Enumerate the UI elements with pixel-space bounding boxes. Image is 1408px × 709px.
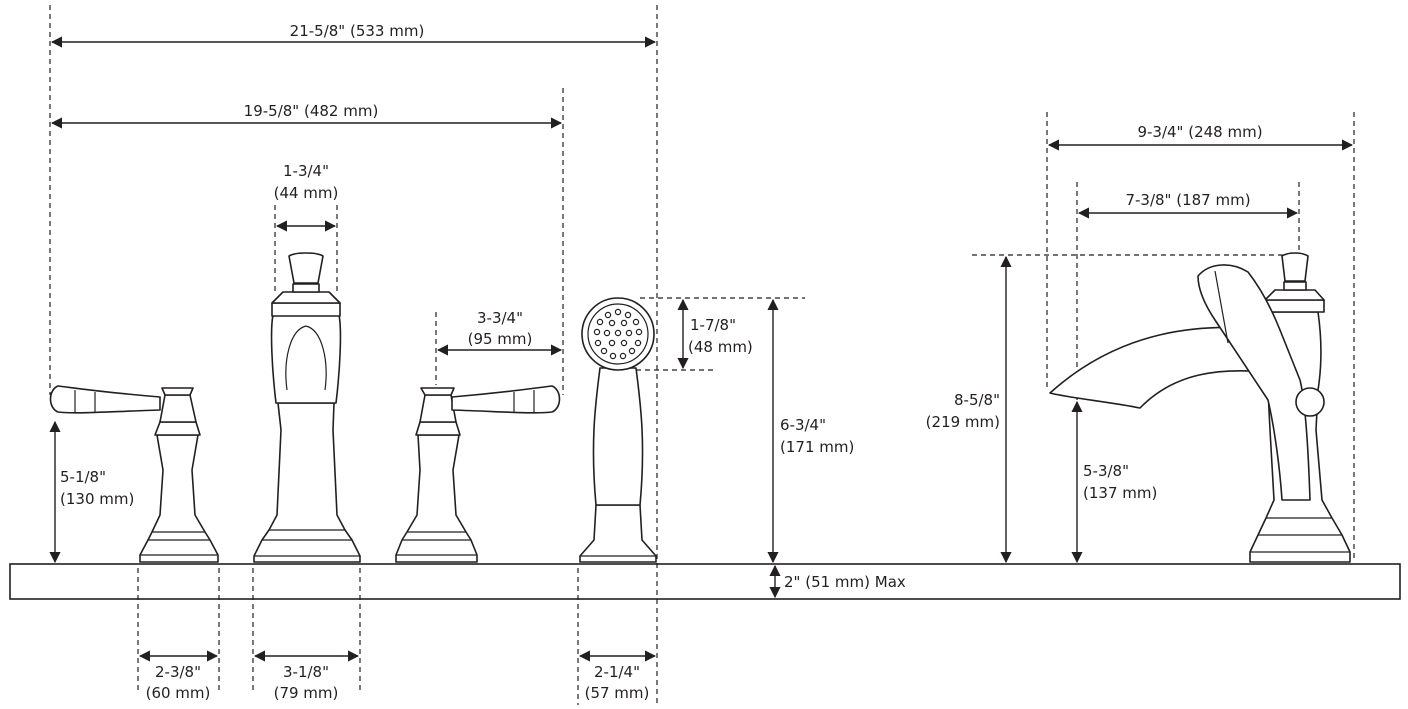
label-sprayer-head-in: 1-7/8" (690, 316, 736, 334)
label-sprayer-height-in: 6-3/4" (780, 416, 826, 434)
label-spout-base-in: 3-1/8" (283, 663, 329, 681)
label-spout-top-in: 1-3/4" (283, 162, 329, 180)
sprayer-nozzle-holes (593, 308, 643, 360)
label-side-outlet-in: 5-3/8" (1083, 462, 1129, 480)
countertop-deck (9, 563, 1401, 600)
label-side-height-mm: (219 mm) (926, 413, 1000, 431)
label-handle-reach-in: 3-3/4" (477, 309, 523, 327)
label-sprayer-head-mm: (48 mm) (688, 338, 753, 356)
label-side-depth: 9-3/4" (248 mm) (1137, 123, 1262, 141)
hand-sprayer (579, 297, 657, 563)
label-sprayer-base-mm: (57 mm) (585, 684, 650, 702)
label-spout-base-mm: (79 mm) (274, 684, 339, 702)
right-handle (395, 385, 561, 563)
center-spout (253, 252, 361, 563)
dimension-arrows (49, 36, 1354, 662)
label-sprayer-base-in: 2-1/4" (594, 663, 640, 681)
label-handle-height-mm: (130 mm) (60, 490, 134, 508)
label-handle-base-in: 2-3/8" (155, 663, 201, 681)
label-handle-height-in: 5-1/8" (60, 468, 106, 486)
label-overall-width: 21-5/8" (533 mm) (290, 22, 425, 40)
label-deck-thickness: 2" (51 mm) Max (784, 573, 906, 591)
label-side-reach: 7-3/8" (187 mm) (1125, 191, 1250, 209)
label-sprayer-height-mm: (171 mm) (780, 438, 854, 456)
extension-lines (49, 5, 1355, 705)
label-handle-reach-mm: (95 mm) (468, 330, 533, 348)
label-spout-top-mm: (44 mm) (274, 184, 339, 202)
label-handle-base-mm: (60 mm) (146, 684, 211, 702)
left-handle (49, 385, 219, 563)
label-side-height-in: 8-5/8" (954, 391, 1000, 409)
dimension-labels: 21-5/8" (533 mm) 19-5/8" (482 mm) 1-3/4"… (60, 22, 1263, 702)
label-handle-span: 19-5/8" (482 mm) (244, 102, 379, 120)
label-side-outlet-mm: (137 mm) (1083, 484, 1157, 502)
side-view-faucet (1049, 252, 1351, 563)
